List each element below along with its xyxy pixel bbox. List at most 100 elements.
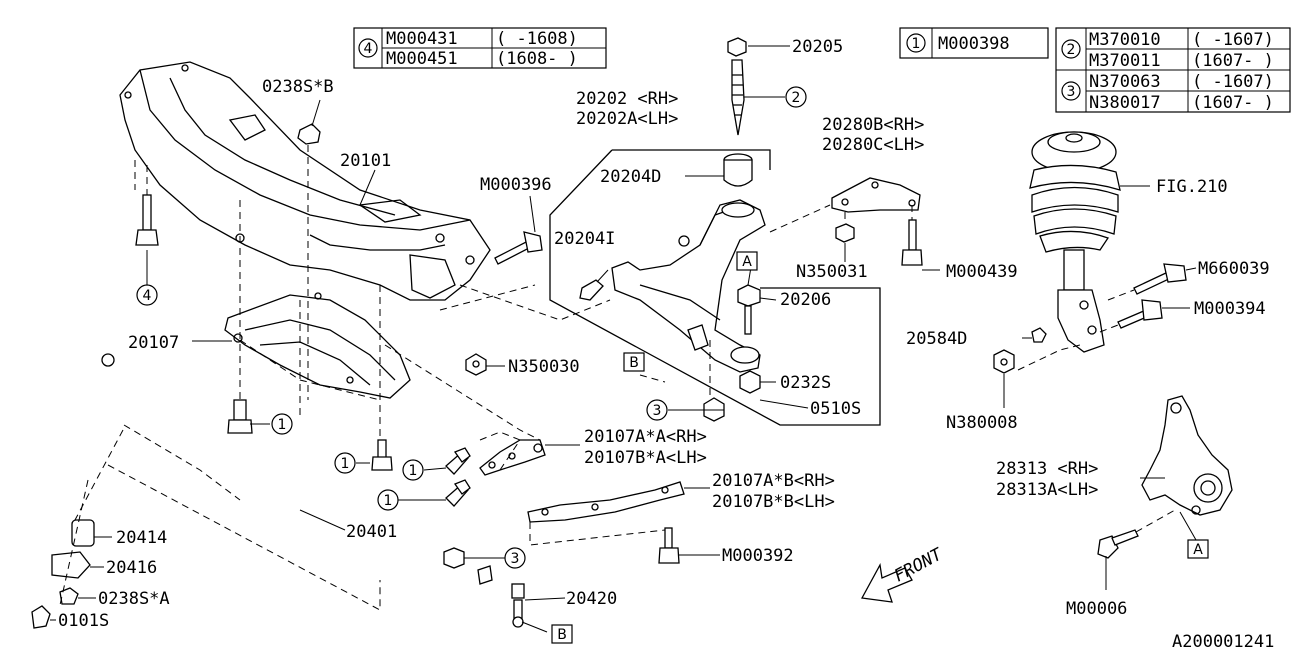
leader-lines <box>50 45 1197 633</box>
ref-table-2-part-1: M370010 <box>1089 30 1161 50</box>
strut-assembly-drawing <box>993 131 1121 374</box>
front-arrow: FRONT <box>860 544 947 603</box>
svg-text:2: 2 <box>792 90 801 106</box>
lower-arm-group-frame <box>549 149 881 426</box>
ref-table-4-part-2: M000451 <box>386 49 458 69</box>
bolts-1-bracket-drawing <box>445 447 471 507</box>
label-20101: 20101 <box>340 151 391 171</box>
stabilizer-bar-drawing <box>101 353 486 589</box>
svg-text:1: 1 <box>341 456 350 472</box>
ball-joint-20206-drawing <box>737 284 761 335</box>
label-20401: 20401 <box>346 522 397 542</box>
label-28313-rh: 28313 <RH> <box>996 459 1098 479</box>
svg-text:A: A <box>742 254 752 270</box>
bolt-20205-drawing <box>727 37 747 136</box>
label-0238s-b: 0238S*B <box>262 77 334 97</box>
diagram-id: A200001241 <box>1172 632 1274 652</box>
svg-text:1: 1 <box>409 463 418 479</box>
stabilizer-bushing-drawing <box>31 479 95 629</box>
label-20416: 20416 <box>106 558 157 578</box>
ref-table-2-range-2: (1607- ) <box>1192 51 1274 71</box>
ref-table-3-number: 3 <box>1067 84 1076 100</box>
bolt-m000392-drawing <box>658 527 680 564</box>
label-20420: 20420 <box>566 589 617 609</box>
stabilizer-link-drawing <box>443 547 525 628</box>
label-n350031: N350031 <box>796 262 868 282</box>
label-n350030: N350030 <box>508 357 580 377</box>
callout-1-d: 1 <box>377 489 399 511</box>
callout-1-a: 1 <box>271 413 293 435</box>
svg-text:1: 1 <box>384 493 393 509</box>
ref-table-1: 1 M000398 <box>899 27 1049 59</box>
bolt-4-drawing <box>135 165 159 246</box>
label-m000392: M000392 <box>722 546 794 566</box>
svg-text:3: 3 <box>653 403 662 419</box>
callout-1-b: 1 <box>334 452 356 474</box>
box-b-2: B <box>551 624 573 644</box>
label-0101s: 0101S <box>58 611 109 631</box>
box-a-2: A <box>1187 539 1209 559</box>
label-20205: 20205 <box>792 37 843 57</box>
label-fig210: FIG.210 <box>1156 177 1228 197</box>
callout-2: 2 <box>785 86 807 108</box>
callout-3-b: 3 <box>504 547 526 569</box>
svg-text:3: 3 <box>511 551 520 567</box>
bushing-20204i-drawing <box>579 269 609 301</box>
bolt-1-mid-drawing <box>371 439 393 471</box>
bolt-m00006-drawing <box>1097 509 1176 559</box>
label-m00006: M00006 <box>1066 599 1127 619</box>
label-20206: 20206 <box>780 290 831 310</box>
label-28313a-lh: 28313A<LH> <box>996 480 1098 500</box>
knuckle-drawing <box>1141 395 1233 516</box>
bolt-m000396-drawing <box>494 231 543 265</box>
label-0238s-a: 0238S*A <box>98 589 170 609</box>
ref-table-4: 4 M000431 ( -1608) M000451 (1608- ) <box>353 27 607 69</box>
label-0232s: 0232S <box>780 373 831 393</box>
ref-table-4-number: 4 <box>364 41 373 57</box>
svg-text:1: 1 <box>278 417 287 433</box>
ref-table-3-range-2: (1607- ) <box>1192 93 1274 113</box>
label-20204d: 20204D <box>600 167 661 187</box>
label-m000396: M000396 <box>480 175 552 195</box>
label-0510s: 0510S <box>810 399 861 419</box>
ref-table-4-range-1: ( -1608) <box>496 29 578 49</box>
ref-table-2-range-1: ( -1607) <box>1192 30 1274 50</box>
bolt-1-lower-drawing <box>227 200 253 434</box>
label-20107a-b-rh: 20107A*B<RH> <box>712 471 835 491</box>
ref-table-4-range-2: (1608- ) <box>496 49 578 69</box>
label-m000394: M000394 <box>1194 299 1266 319</box>
label-20107a-a-rh: 20107A*A<RH> <box>584 427 707 447</box>
box-a-1: A <box>736 251 758 271</box>
label-n380008: N380008 <box>946 413 1018 433</box>
label-20107b-b-lh: 20107B*B<LH> <box>712 492 835 512</box>
ref-table-3-part-2: N380017 <box>1089 93 1161 113</box>
label-20202-rh: 20202 <RH> <box>576 89 678 109</box>
nut-0232s-drawing <box>739 370 761 394</box>
under-cover-drawing <box>224 292 411 399</box>
bracket-20280-drawing <box>831 177 923 266</box>
label-20107b-a-lh: 20107B*A<LH> <box>584 448 707 468</box>
label-20107: 20107 <box>128 333 179 353</box>
svg-text:B: B <box>557 627 567 643</box>
label-20202a-lh: 20202A<LH> <box>576 109 678 129</box>
front-label: FRONT <box>891 544 947 587</box>
label-20280c-lh: 20280C<LH> <box>822 135 924 155</box>
callout-1-c: 1 <box>402 459 424 481</box>
svg-text:B: B <box>629 355 639 371</box>
label-20414: 20414 <box>116 528 167 548</box>
label-20280b-rh: 20280B<RH> <box>822 115 924 135</box>
crossmember-drawing <box>119 61 491 301</box>
ref-table-3-range-1: ( -1607) <box>1192 72 1274 92</box>
callout-3-a: 3 <box>646 399 668 421</box>
bolt-m660039-drawing <box>1107 263 1187 301</box>
ref-table-4-part-1: M000431 <box>386 29 458 49</box>
bolt-m000394-drawing <box>1099 299 1163 333</box>
label-m660039: M660039 <box>1198 259 1270 279</box>
ref-table-1-part: M000398 <box>938 34 1010 54</box>
nut-n350030-drawing <box>465 353 487 376</box>
ref-table-2-3: 2 3 M370010 ( -1607) M370011 (1607- ) N3… <box>1055 27 1291 113</box>
bracket-20107a-b-drawing <box>527 481 685 523</box>
lower-arm-drawing <box>611 199 766 373</box>
ref-table-2-part-2: M370011 <box>1089 51 1161 71</box>
